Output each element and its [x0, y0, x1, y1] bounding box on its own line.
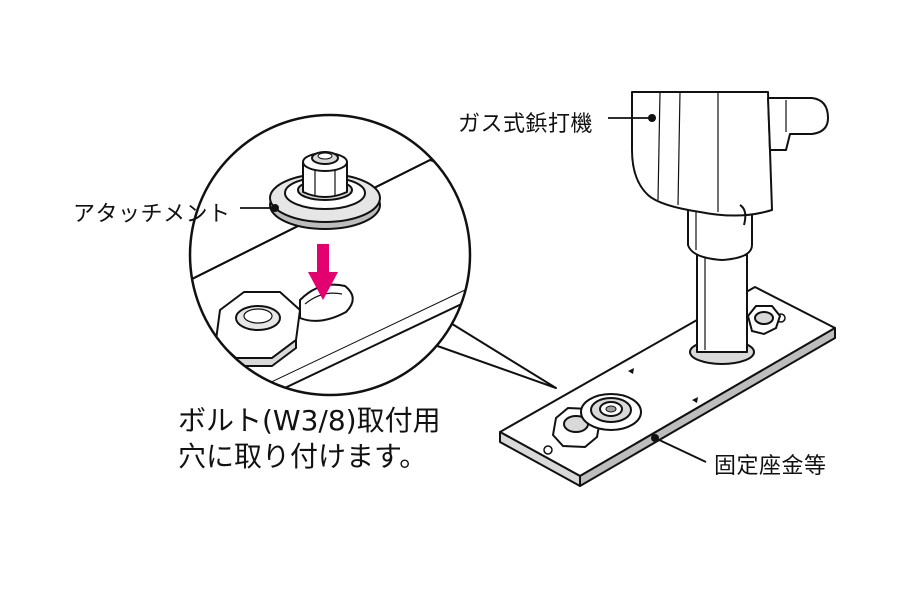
plate-washer: [580, 393, 642, 431]
leader-dots: [271, 114, 659, 442]
attachment-label: アタッチメント: [73, 202, 231, 227]
plate-nut-right: [746, 305, 782, 336]
nail-gun-label: ガス式鋲打機: [458, 112, 594, 137]
caption-line-2: 穴に取り付けます。: [178, 440, 428, 473]
zoom-callout: [188, 113, 557, 397]
caption-line-1: ボルト(W3/8)取付用: [178, 404, 441, 437]
leader-lines: [240, 117, 707, 463]
attachment-part: [269, 151, 381, 230]
nail-gun: [631, 91, 829, 365]
down-arrow-icon: [308, 244, 338, 300]
fixing-washer-label: 固定座金等: [714, 454, 827, 479]
instruction-caption: ボルト(W3/8)取付用 穴に取り付けます。: [178, 403, 441, 475]
